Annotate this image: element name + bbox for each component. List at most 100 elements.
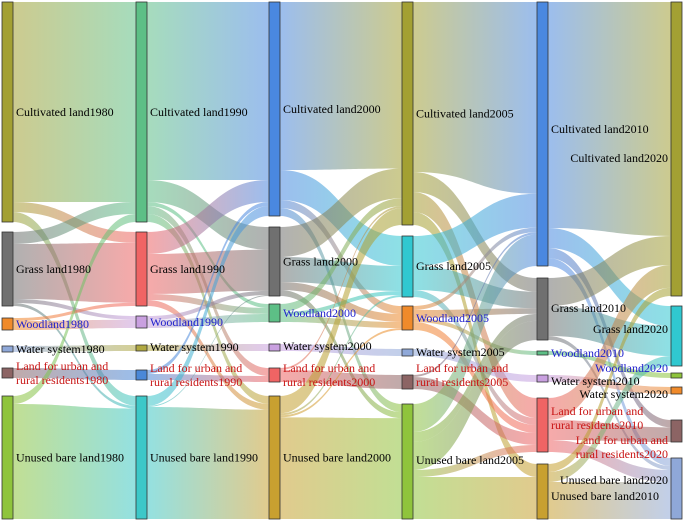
label-cultivated-2020: Cultivated land2020 (570, 151, 668, 165)
node-grass-2020 (670, 305, 683, 367)
label-wood-1980: Woodland1980 (16, 317, 89, 331)
label-unused-1990: Unused bare land1990 (150, 451, 258, 465)
flow-link-unused-2000-to-grass-2005 (280, 295, 402, 416)
label-wood-2010: Woodland2010 (551, 346, 624, 360)
node-wood-1990 (135, 315, 148, 329)
label-wood-1990: Woodland1990 (150, 315, 223, 329)
label-water-1980: Water system1980 (16, 342, 105, 356)
node-grass-2010 (536, 277, 549, 341)
label-unused-1980: Unused bare land1980 (16, 451, 124, 465)
flow-link-grass-2005-to-urban-2010 (413, 290, 537, 425)
label-grass-2005: Grass land2005 (416, 259, 491, 273)
label-cultivated-1980: Cultivated land1980 (16, 105, 114, 119)
node-wood-2010 (536, 350, 549, 356)
flow-link-grass-2005-to-cultivated-2010 (413, 193, 537, 266)
flow-link-unused-1990-to-cultivated-2000 (147, 206, 269, 406)
label-grass-2000: Grass land2000 (283, 255, 358, 269)
flow-link-cultivated-1980-to-cultivated-1990 (13, 2, 136, 202)
label-water-1990: Water system1990 (150, 340, 239, 354)
flow-link-wood-2000-to-cultivated-2005 (280, 198, 402, 312)
flow-link-cultivated-2010-to-cultivated-2020 (548, 2, 671, 236)
label-water-2020: Water system2020 (579, 387, 668, 401)
flow-link-grass-1980-to-grass-1990 (13, 242, 136, 303)
flow-link-unused-2010-to-cultivated-2020 (548, 287, 671, 472)
node-cultivated-1980 (1, 1, 14, 223)
flow-link-water-1990-to-water-2000 (147, 344, 269, 351)
flow-link-unused-2000-to-unused-2005 (280, 417, 402, 519)
node-unused-2010 (536, 463, 549, 520)
flow-link-unused-1980-to-cultivated-1990 (13, 214, 136, 404)
flow-link-unused-1980-to-unused-1990 (13, 404, 136, 519)
flow-link-unused-2005-to-grass-2010 (413, 320, 537, 470)
flow-link-unused-2005-to-grass-2010 (413, 313, 537, 442)
label-grass-2010: Grass land2010 (551, 301, 626, 315)
flow-link-unused-2005-to-unused-2010 (413, 477, 537, 519)
node-water-1990 (135, 344, 148, 352)
flow-link-unused-2010-to-unused-2020 (548, 482, 671, 519)
node-cultivated-2020 (670, 1, 683, 297)
flow-link-grass-2000-to-cultivated-2005 (280, 168, 402, 257)
label-water-2000: Water system2000 (283, 339, 372, 353)
label-grass-2020: Grass land2020 (593, 322, 668, 336)
node-cultivated-1990 (135, 1, 148, 223)
node-unused-1980 (1, 395, 14, 520)
node-urban-2010 (536, 397, 549, 453)
flow-link-grass-1990-to-cultivated-2000 (147, 180, 269, 254)
flow-link-urban-2005-to-cultivated-2010 (413, 232, 537, 377)
node-grass-1990 (135, 231, 148, 307)
flow-link-unused-2010-to-grass-2020 (548, 356, 671, 482)
node-urban-1990 (135, 369, 148, 381)
label-unused-2020: Unused bare land2020 (560, 473, 668, 487)
flow-link-unused-2000-to-cultivated-2005 (280, 208, 402, 414)
node-urban-2005 (401, 374, 414, 390)
flow-link-grass-2000-to-grass-2005 (280, 257, 402, 291)
flow-link-wood-1990-to-wood-2000 (147, 314, 269, 328)
flow-link-grass-2010-to-cultivated-2020 (548, 235, 671, 306)
node-water-2005 (401, 348, 414, 357)
node-wood-2000 (268, 303, 281, 323)
flow-link-cultivated-2000-to-cultivated-2005 (280, 2, 402, 170)
label-unused-2000: Unused bare land2000 (283, 451, 391, 465)
node-cultivated-2005 (401, 1, 414, 226)
label-cultivated-1990: Cultivated land1990 (150, 105, 248, 119)
label-grass-1980: Grass land1980 (16, 262, 91, 276)
flow-link-wood-2005-to-grass-2010 (413, 308, 537, 318)
flow-link-grass-1980-to-unused-1990 (13, 303, 136, 409)
flow-link-grass-2010-to-unused-2020 (548, 336, 671, 470)
flow-link-cultivated-1990-to-cultivated-2000 (147, 2, 269, 180)
label-cultivated-2005: Cultivated land2005 (416, 107, 514, 121)
node-water-2000 (268, 343, 281, 352)
flow-link-water-2010-to-water-2020 (548, 375, 671, 394)
flow-link-grass-2010-to-grass-2020 (548, 306, 671, 356)
flow-link-urban-2010-to-urban-2020 (548, 420, 671, 442)
node-grass-1980 (1, 231, 14, 307)
label-unused-2005: Unused bare land2005 (416, 453, 524, 467)
label-wood-2000: Woodland2000 (283, 306, 356, 320)
node-unused-2000 (268, 395, 281, 520)
label-cultivated-2010: Cultivated land2010 (551, 122, 649, 136)
flow-link-unused-2005-to-urban-2010 (413, 445, 537, 477)
node-urban-2000 (268, 367, 281, 383)
label-grass-1990: Grass land1990 (150, 262, 225, 276)
node-cultivated-2000 (268, 1, 281, 217)
node-water-2020 (670, 386, 683, 395)
flow-link-urban-2010-to-cultivated-2020 (548, 264, 671, 420)
node-unused-2020 (670, 457, 683, 520)
label-water-2010: Water system2010 (551, 374, 640, 388)
node-cultivated-2010 (536, 1, 549, 267)
flow-link-unused-1990-to-unused-2000 (147, 407, 269, 519)
node-grass-2005 (401, 235, 414, 298)
node-grass-2000 (268, 226, 281, 297)
node-urban-2020 (670, 419, 683, 443)
node-wood-2020 (670, 372, 683, 379)
flow-link-wood-2005-to-cultivated-2010 (413, 227, 537, 310)
flow-link-grass-1990-to-unused-2000 (147, 300, 269, 410)
